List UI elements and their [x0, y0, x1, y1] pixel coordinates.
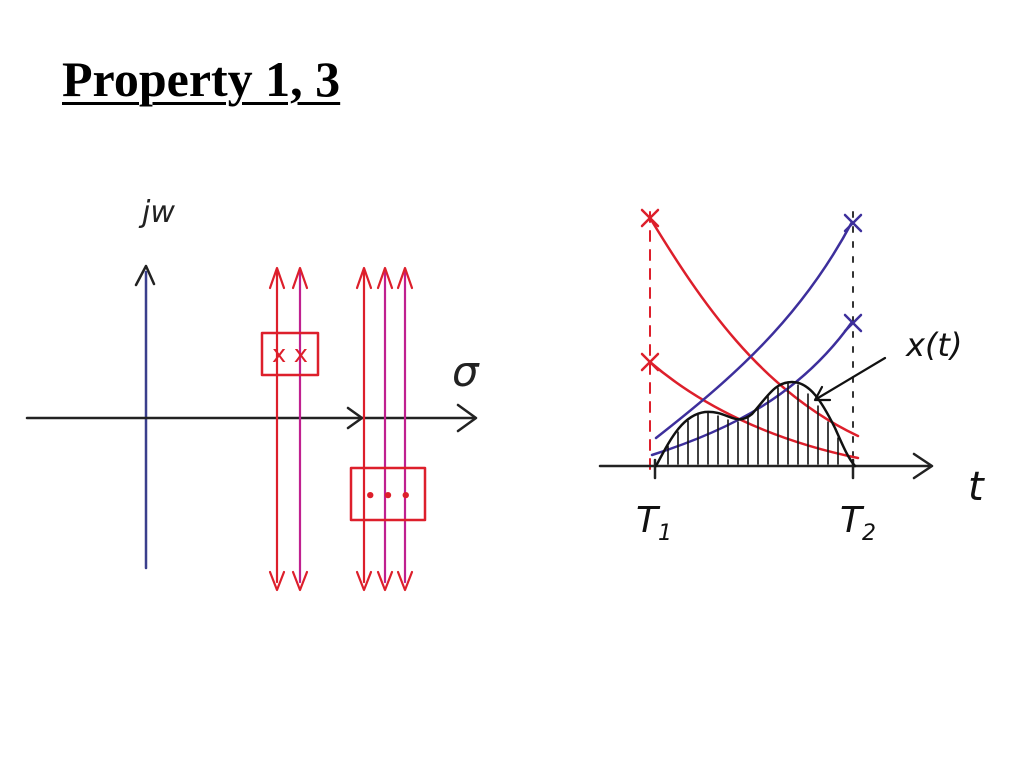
- signal-curve: [654, 380, 857, 468]
- T1-label: T1: [636, 500, 672, 546]
- blue-x-marker-mid: [843, 313, 863, 333]
- pole-box-2: [349, 466, 427, 522]
- sigma-axis-arrowhead: [456, 403, 478, 433]
- signal-pointer-arrow: [816, 356, 887, 400]
- signal-hatching: [667, 382, 839, 465]
- T1-label-subscript: 1: [658, 521, 672, 546]
- time-plot: [598, 208, 934, 480]
- jw-axis-label: jw: [138, 195, 175, 230]
- jw-axis-arrowhead: [134, 264, 156, 287]
- red-x-marker-top: [640, 208, 660, 228]
- slide-title: Property 1, 3: [62, 51, 341, 107]
- t-axis-label: t: [968, 464, 985, 510]
- s-plane: x x • • •: [25, 264, 478, 592]
- sigma-axis-label: σ: [452, 347, 480, 396]
- T1-label-main: T: [636, 500, 661, 541]
- signal-label: x(t): [905, 326, 962, 364]
- sigma-axis-mid-arrowhead: [346, 406, 364, 430]
- red-x-marker-mid: [640, 352, 660, 372]
- blue-growing-curve-upper: [654, 220, 854, 440]
- T2-label-main: T: [840, 500, 865, 541]
- blue-growing-curve-lower: [650, 320, 854, 457]
- T2-label: T2: [840, 500, 876, 546]
- signal-pointer-arrowhead: [813, 385, 832, 402]
- T2-label-subscript: 2: [862, 521, 876, 546]
- pole-box-1-poles: x x: [272, 340, 308, 368]
- pole-box-1: [260, 331, 320, 377]
- t-axis-arrowhead: [912, 452, 934, 480]
- red-decaying-curve-upper: [648, 216, 860, 438]
- pole-box-2-poles: • • •: [364, 486, 411, 507]
- pole-group-2-lines: [355, 266, 414, 592]
- pole-group-1-lines: [268, 266, 309, 592]
- blue-x-marker-top: [843, 213, 863, 233]
